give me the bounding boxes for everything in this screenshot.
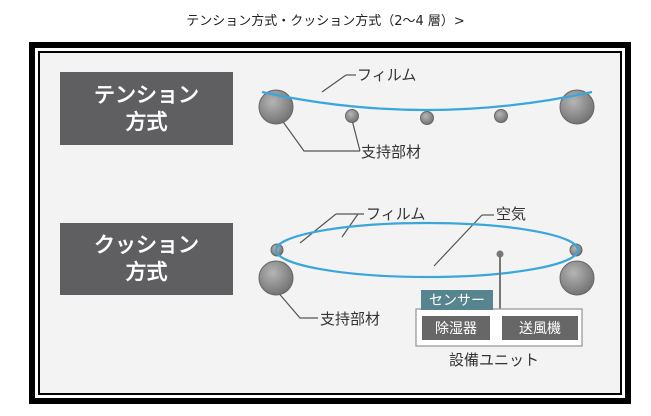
- tension-support-leader: [275, 111, 360, 152]
- cushion-support-leader: [275, 289, 318, 319]
- cushion-film-leader-1: [299, 213, 337, 244]
- cushion-air-label: 空気: [496, 205, 527, 223]
- tension-film: [261, 90, 593, 112]
- cushion-title-line1: クッション: [94, 233, 199, 257]
- tension-support-small-3: [494, 109, 508, 123]
- tension-roller-left: [258, 89, 294, 125]
- cushion-method-label: クッション 方式: [60, 223, 233, 295]
- cushion-film-label: フィルム: [366, 205, 426, 223]
- cushion-roller-right: [559, 260, 595, 296]
- tension-title-line1: テンション: [94, 82, 199, 107]
- sensor-probe-tip: [496, 250, 504, 258]
- tension-title-line2: 方式: [125, 109, 168, 134]
- tension-support-label: 支持部材: [361, 143, 422, 161]
- equipment-unit-label: 設備ユニット: [449, 351, 540, 369]
- cushion-film-pillow: [274, 221, 580, 279]
- cushion-film-leader-2: [341, 213, 359, 238]
- cushion-title-line2: 方式: [125, 260, 168, 284]
- blower-badge: 送風機: [502, 316, 578, 340]
- cushion-roller-left: [258, 260, 294, 296]
- tension-film-leader: [321, 74, 347, 93]
- tension-support-small-2: [420, 111, 434, 125]
- tension-roller-right: [559, 89, 595, 125]
- sensor-badge: センサー: [421, 290, 493, 310]
- figure-caption: テンション方式・クッション方式（2〜4 層）>: [186, 14, 465, 29]
- tension-support-small-1: [345, 109, 359, 123]
- dehumidifier-badge: 除湿器: [422, 316, 490, 340]
- tension-film-label: フィルム: [357, 66, 417, 84]
- tension-support-leader-small: [351, 119, 361, 152]
- cushion-support-label: 支持部材: [320, 310, 381, 328]
- tension-method-label: テンション 方式: [60, 72, 233, 145]
